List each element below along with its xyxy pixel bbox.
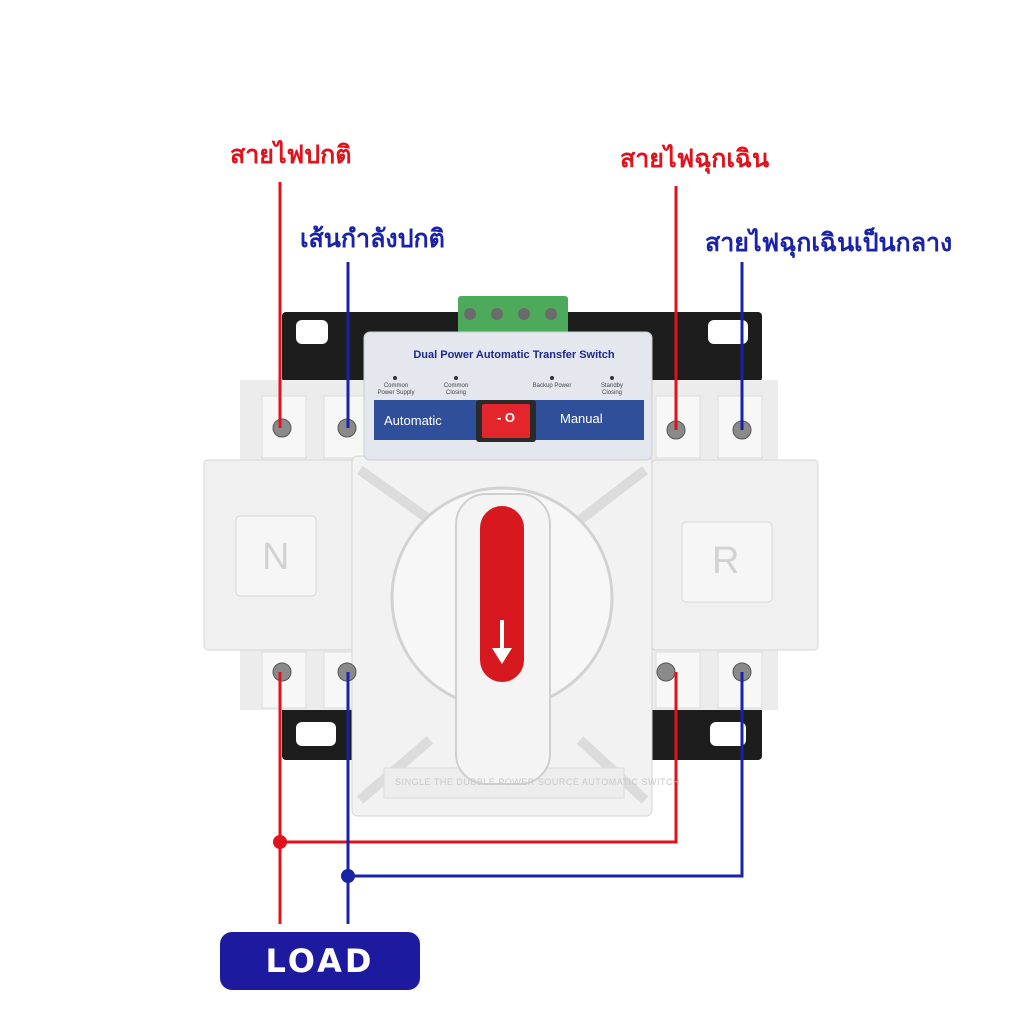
right-breaker-letter: R — [712, 540, 740, 582]
label-normal-line: สายไฟปกติ — [230, 140, 352, 169]
panel-title: Dual Power Automatic Transfer Switch — [413, 349, 615, 361]
indicator-common-power: Common Power Supply — [377, 383, 415, 396]
mode-manual-label: Manual — [560, 411, 603, 426]
terminal-block — [458, 296, 568, 334]
mount-slot-left — [296, 320, 328, 344]
mount-slot-bl — [296, 722, 336, 746]
mount-slot-right — [708, 320, 748, 344]
mode-automatic-label: Automatic — [384, 413, 442, 428]
red-wires — [278, 182, 678, 924]
indicator-common-closing: Common Closing — [443, 383, 469, 396]
red-junction-dot — [273, 835, 287, 849]
left-breaker-letter: N — [262, 536, 290, 578]
blue-junction-dot — [341, 869, 355, 883]
indicator-backup-power: Backup Power — [532, 383, 572, 389]
indicator-standby-closing: Standby Closing — [600, 383, 624, 396]
handle-red-strip — [480, 506, 524, 682]
label-emergency-line: สายไฟฉุกเฉิน — [620, 144, 770, 173]
body-footer-text: SINGLE THE DUBBLE POWER SOURCE AUTOMATIC… — [395, 777, 681, 787]
label-normal-neutral: เส้นกำลังปกติ — [300, 224, 445, 253]
label-emergency-neutral: สายไฟฉุกเฉินเป็นกลาง — [705, 228, 953, 257]
mount-slot-br — [710, 722, 746, 746]
rocker-switch-label: - O — [496, 410, 516, 425]
load-badge: LOAD — [220, 932, 420, 990]
